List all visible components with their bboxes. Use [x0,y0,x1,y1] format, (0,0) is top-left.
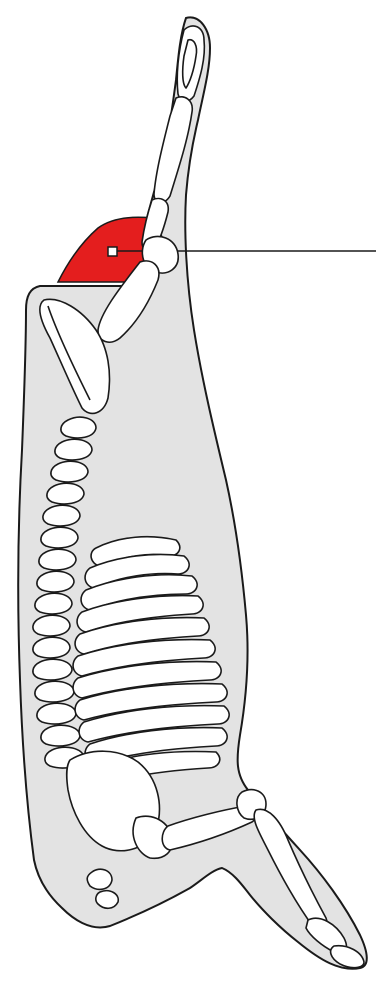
tail-bone-1 [87,869,112,889]
tail-bone-2 [96,891,118,909]
square-marker-icon [108,247,117,256]
